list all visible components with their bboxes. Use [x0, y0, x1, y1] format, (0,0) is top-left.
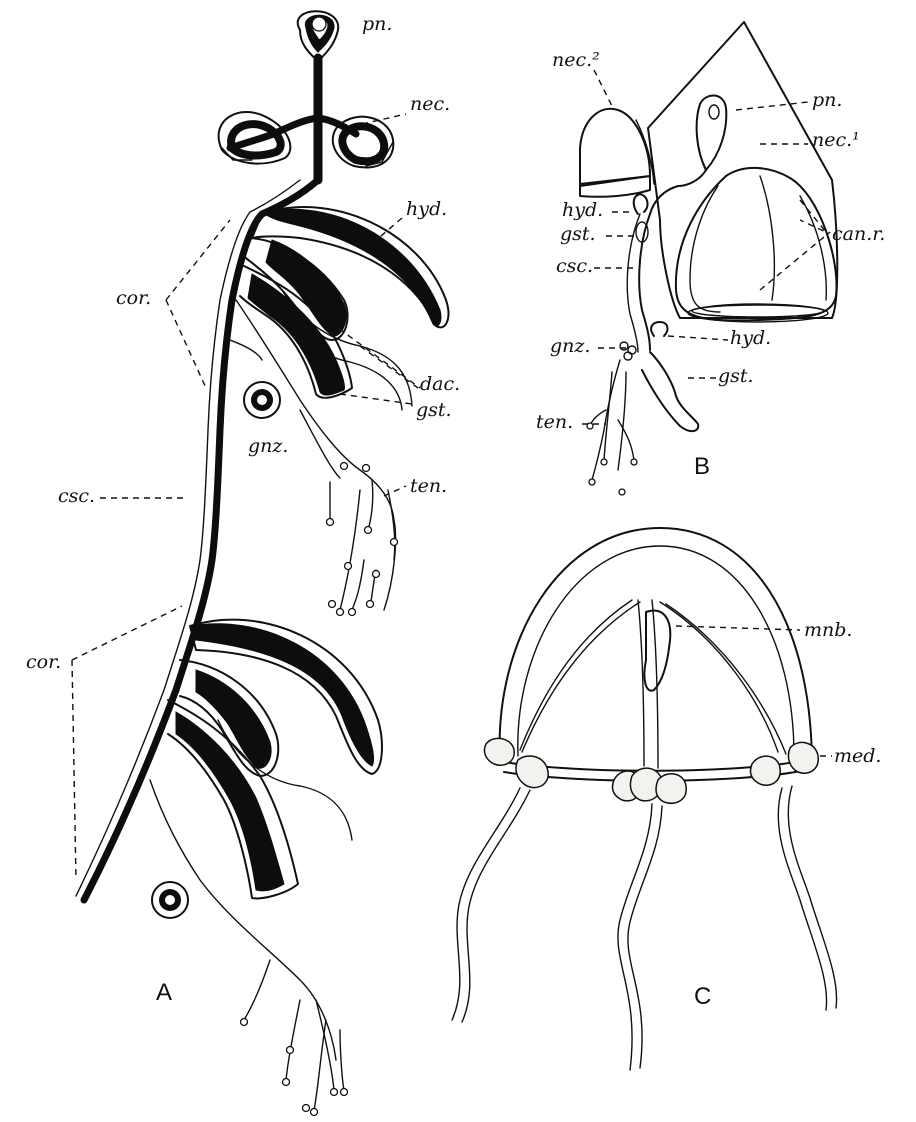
- panel-c-medusa: mnb. med. C: [452, 528, 881, 1070]
- panel-label-c: C: [694, 983, 711, 1010]
- b-label-gst-lower: gst.: [718, 365, 754, 387]
- a-label-gnz: gnz.: [248, 435, 288, 457]
- b-label-gnz: gnz.: [550, 335, 590, 357]
- panel-label-b: B: [694, 453, 710, 480]
- c-marginal-buds: [484, 738, 818, 803]
- b-stem: [587, 170, 706, 495]
- a-label-csc: csc.: [58, 485, 95, 507]
- b-label-gst-upper: gst.: [560, 223, 596, 245]
- b-label-nec1: nec.¹: [812, 129, 860, 151]
- b-label-pn: pn.: [812, 89, 842, 111]
- b-label-csc: csc.: [556, 255, 593, 277]
- c-tentacles: [452, 786, 837, 1070]
- a-label-pn: pn.: [362, 13, 392, 35]
- b-leader-lines: [582, 70, 830, 424]
- panel-a-colony-diagram: pn. nec. hyd. cor. dac. gst. gnz. ten. c…: [26, 11, 460, 1115]
- c-label-med: med.: [834, 745, 881, 767]
- a-label-cor-bottom: cor.: [26, 651, 61, 673]
- panel-b-colony-diagram: nec.² pn. nec.¹ hyd. gst. can.r. csc. gn…: [536, 22, 885, 495]
- a-label-nec: nec.: [410, 93, 450, 115]
- panel-label-a: A: [156, 979, 172, 1006]
- b-label-hyd-lower: hyd.: [730, 327, 771, 349]
- c-leader-lines: [676, 626, 832, 756]
- a-label-dac: dac.: [420, 373, 460, 395]
- a-cormidium-lower: [150, 620, 382, 1116]
- b-label-nec2: nec.²: [552, 49, 600, 71]
- a-label-hyd: hyd.: [406, 198, 447, 220]
- b-label-ten: ten.: [536, 411, 573, 433]
- a-label-cor-top: cor.: [116, 287, 151, 309]
- b-nectophore-main: [648, 22, 837, 322]
- b-label-can-r: can.r.: [832, 223, 885, 245]
- a-label-ten: ten.: [410, 475, 447, 497]
- a-label-gst: gst.: [416, 399, 452, 421]
- c-label-mnb: mnb.: [804, 619, 852, 641]
- c-bell: [500, 528, 812, 781]
- b-label-hyd-upper: hyd.: [562, 199, 603, 221]
- b-nectophore-secondary: [580, 109, 654, 197]
